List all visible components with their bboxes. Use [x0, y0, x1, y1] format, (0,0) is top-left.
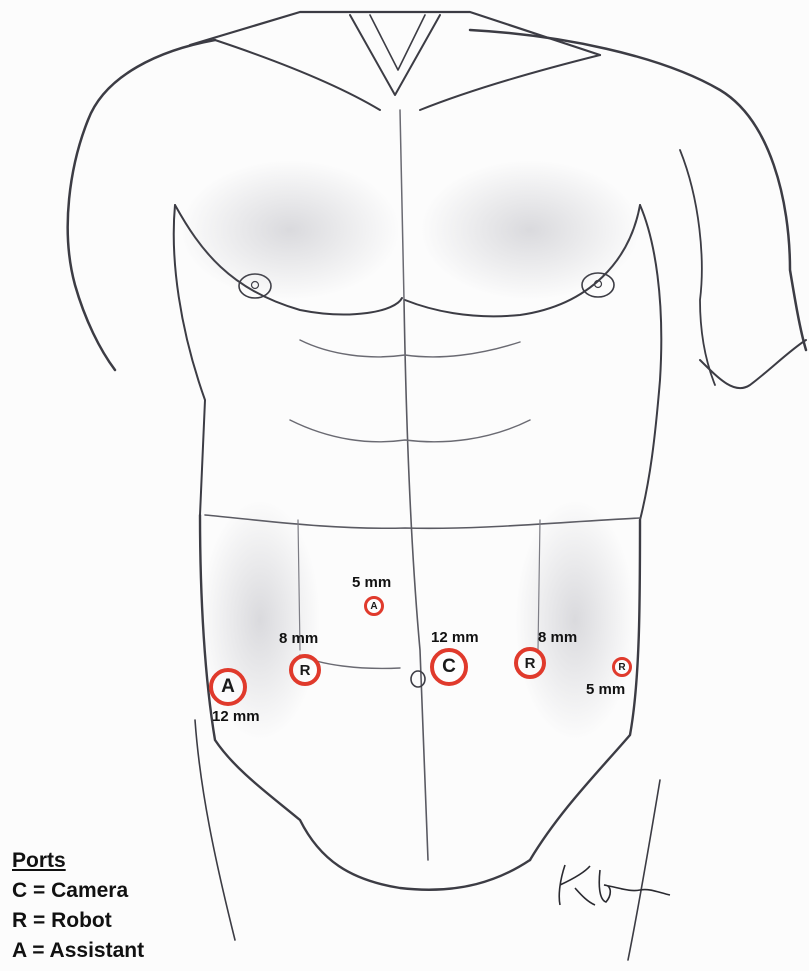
assistant-port-5mm: A: [364, 596, 384, 616]
linea-alba: [404, 300, 428, 860]
legend-title: Ports: [12, 846, 144, 876]
port-size-label: 5 mm: [352, 574, 391, 591]
robot-port-left-8mm: R: [289, 654, 321, 686]
port-size-label: 5 mm: [586, 681, 625, 698]
neck-lines: [190, 12, 600, 55]
port-letter: A: [221, 676, 235, 698]
legend-item-camera: C = Camera: [12, 876, 144, 906]
port-letter: R: [618, 662, 625, 673]
assistant-port-12mm: A: [209, 668, 247, 706]
port-letter: R: [525, 655, 536, 672]
camera-port-12mm: C: [430, 648, 468, 686]
port-size-label: 12 mm: [212, 708, 260, 725]
legend-item-robot: R = Robot: [12, 906, 144, 936]
port-size-label: 8 mm: [279, 630, 318, 647]
robot-port-right-8mm: R: [514, 647, 546, 679]
artist-signature: [559, 865, 670, 905]
navel: [411, 671, 425, 687]
ports-legend: Ports C = Camera R = Robot A = Assistant: [12, 846, 144, 966]
legend-item-assistant: A = Assistant: [12, 936, 144, 966]
port-letter: C: [442, 656, 456, 678]
port-size-label: 12 mm: [431, 629, 479, 646]
port-letter: A: [370, 601, 377, 612]
robot-port-5mm: R: [612, 657, 632, 677]
port-letter: R: [300, 662, 311, 679]
port-size-label: 8 mm: [538, 629, 577, 646]
